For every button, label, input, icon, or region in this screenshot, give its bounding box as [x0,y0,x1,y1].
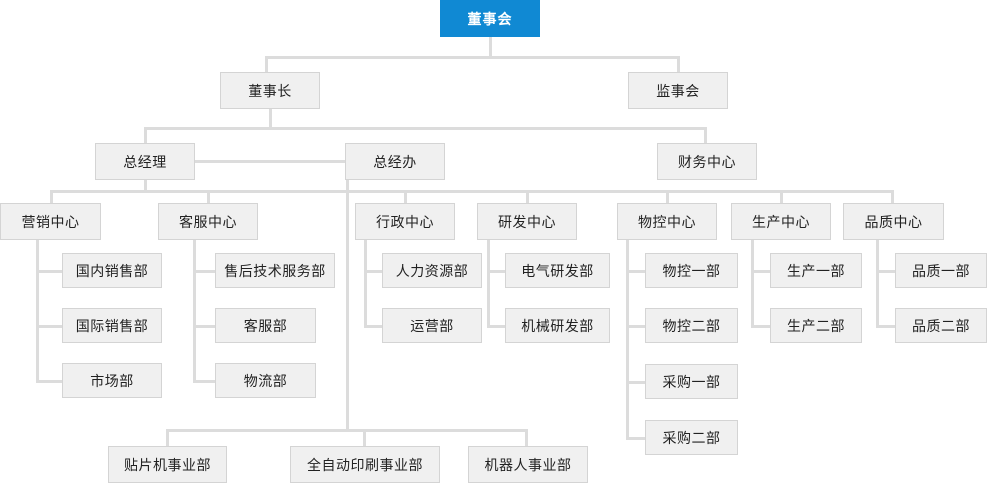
node-operations-dept[interactable]: 运营部 [382,308,482,343]
connector-admin-spine [364,240,367,327]
node-rd-center[interactable]: 研发中心 [477,203,577,240]
node-production-dept-2[interactable]: 生产二部 [770,308,862,343]
connector-prod-spine [751,240,754,327]
connector-mc-child-4 [626,437,645,440]
node-purchasing-dept-1[interactable]: 采购一部 [645,364,738,399]
connector-bu-trunk [346,178,349,431]
node-logistics-dept[interactable]: 物流部 [215,363,316,398]
connector-prod-child-2 [751,325,770,328]
node-automatic-printing-business-unit[interactable]: 全自动印刷事业部 [290,446,440,483]
node-material-control-dept-2[interactable]: 物控二部 [645,308,738,343]
node-chairman[interactable]: 董事长 [220,72,320,109]
node-market-dept[interactable]: 市场部 [62,363,162,398]
node-quality-dept-1[interactable]: 品质一部 [895,253,987,288]
node-supervisory-board[interactable]: 监事会 [628,72,728,109]
node-quality-dept-2[interactable]: 品质二部 [895,308,987,343]
connector-marketing-child-2 [36,325,62,328]
connector-cs-up [207,190,210,203]
node-electrical-rd-dept[interactable]: 电气研发部 [505,253,610,288]
node-production-center[interactable]: 生产中心 [731,203,831,240]
connector-mc-child-2 [626,325,645,328]
connector-rd-child-1 [487,270,505,273]
connector-quality-spine [876,240,879,327]
node-material-control-center[interactable]: 物控中心 [617,203,717,240]
connector-admin-child-1 [364,270,382,273]
connector-mc-child-3 [626,381,645,384]
connector-cs-child-2 [193,325,215,328]
node-purchasing-dept-2[interactable]: 采购二部 [645,420,738,455]
connector-level2-bar [265,56,680,59]
connector-cs-child-1 [193,270,215,273]
connector-mc-up [666,190,669,203]
connector-mc-spine [626,240,629,438]
node-marketing-center[interactable]: 营销中心 [0,203,101,240]
node-international-sales-dept[interactable]: 国际销售部 [62,308,162,343]
connector-marketing-child-3 [36,380,62,383]
node-gm-office[interactable]: 总经办 [345,143,445,180]
connector-bu-3-up [525,429,528,446]
connector-mc-child-1 [626,270,645,273]
connector-chairman-up [265,56,268,72]
connector-prod-child-1 [751,270,770,273]
connector-gm-up [144,127,147,143]
node-production-dept-1[interactable]: 生产一部 [770,253,862,288]
node-board-of-directors[interactable]: 董事会 [440,0,540,37]
node-admin-center[interactable]: 行政中心 [355,203,455,240]
connector-bu-bar [166,429,528,432]
node-after-sales-tech-service-dept[interactable]: 售后技术服务部 [215,253,335,288]
node-customer-service-dept[interactable]: 客服部 [215,308,316,343]
node-general-manager[interactable]: 总经理 [95,143,195,180]
connector-cs-child-3 [193,380,215,383]
connector-finance-up [704,127,707,143]
connector-root-down [489,37,492,56]
node-quality-center[interactable]: 品质中心 [843,203,944,240]
connector-gm-to-gmoffice [194,160,346,163]
node-material-control-dept-1[interactable]: 物控一部 [645,253,738,288]
node-smt-business-unit[interactable]: 贴片机事业部 [108,446,227,483]
connector-prod-up [780,190,783,203]
connector-gm-down [144,178,147,190]
connector-rd-child-2 [487,325,505,328]
node-domestic-sales-dept[interactable]: 国内销售部 [62,253,162,288]
connector-rd-up [526,190,529,203]
node-hr-dept[interactable]: 人力资源部 [382,253,482,288]
connector-chairman-down [269,109,272,127]
connector-cs-spine [193,240,196,382]
node-customer-service-center[interactable]: 客服中心 [158,203,258,240]
connector-quality-child-1 [876,270,895,273]
connector-admin-child-2 [364,325,382,328]
connector-marketing-child-1 [36,270,62,273]
connector-bu-2-up [363,429,366,446]
connector-bu-1-up [166,429,169,446]
node-finance-center[interactable]: 财务中心 [657,143,757,180]
connector-level3-bar [144,127,707,130]
connector-supervisory-up [677,56,680,72]
connector-marketing-spine [36,240,39,382]
connector-admin-up [404,190,407,203]
node-mechanical-rd-dept[interactable]: 机械研发部 [505,308,610,343]
connector-quality-up [891,190,894,203]
connector-rd-spine [487,240,490,327]
connector-level4-bar [50,190,894,193]
connector-marketing-up [50,190,53,203]
node-robot-business-unit[interactable]: 机器人事业部 [468,446,588,483]
connector-quality-child-2 [876,325,895,328]
